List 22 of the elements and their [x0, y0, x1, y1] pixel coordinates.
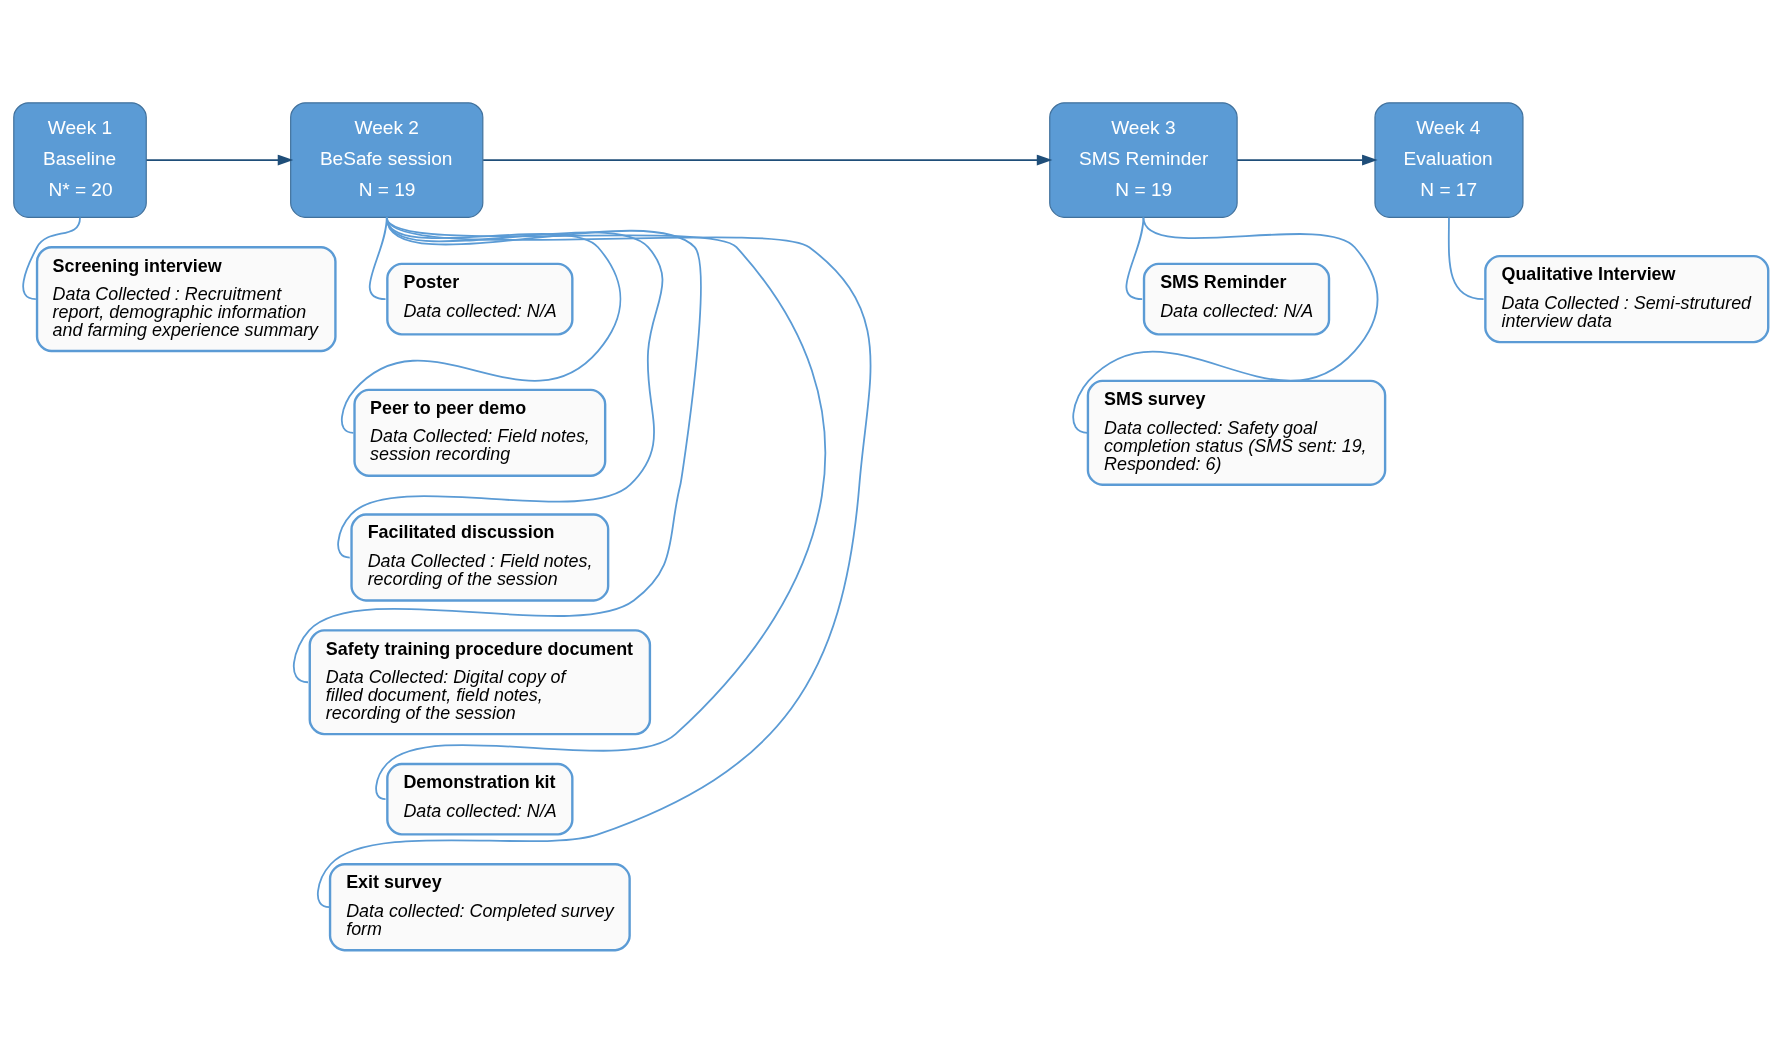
- node-box: Safety training procedure document Data Collected: Digital copy of filled document, field notes, recording of the session: [308, 629, 651, 736]
- arrow: [1235, 154, 1378, 166]
- node-box: Week 2 BeSafe session N = 19: [289, 102, 483, 218]
- connector: [1071, 216, 1378, 434]
- node-box: Week 3 SMS Reminder N = 19: [1048, 102, 1238, 218]
- node-box: Week 1 Baseline N* = 20: [12, 102, 147, 218]
- node-box: Qualitative Interview Data Collected : Semi-strutured interview data: [1483, 254, 1769, 344]
- connector: [316, 216, 871, 909]
- connector: [21, 216, 81, 301]
- node-box: Peer to peer demo Data Collected: Field notes, session recording: [352, 388, 606, 477]
- connector: [1125, 216, 1144, 301]
- node-box: Exit survey Data collected: Completed survey form: [328, 863, 631, 952]
- arrow: [145, 154, 293, 166]
- node-box: SMS survey Data collected: Safety goal completion status (SMS sent: 19, Responded: 6): [1086, 379, 1386, 486]
- node-box: Poster Data collected: N/A: [385, 262, 574, 336]
- node-box: Screening interview Data Collected : Recruitment report, demographic information and farming experience summary: [35, 246, 337, 353]
- node-box: SMS Reminder Data collected: N/A: [1142, 262, 1330, 336]
- connector: [1447, 216, 1484, 301]
- node-box: Week 4 Evaluation N = 17: [1373, 102, 1524, 218]
- node-box: Demonstration kit Data collected: N/A: [385, 762, 574, 836]
- arrow: [481, 154, 1052, 166]
- node-box: Facilitated discussion Data Collected : Field notes, recording of the session: [349, 513, 609, 602]
